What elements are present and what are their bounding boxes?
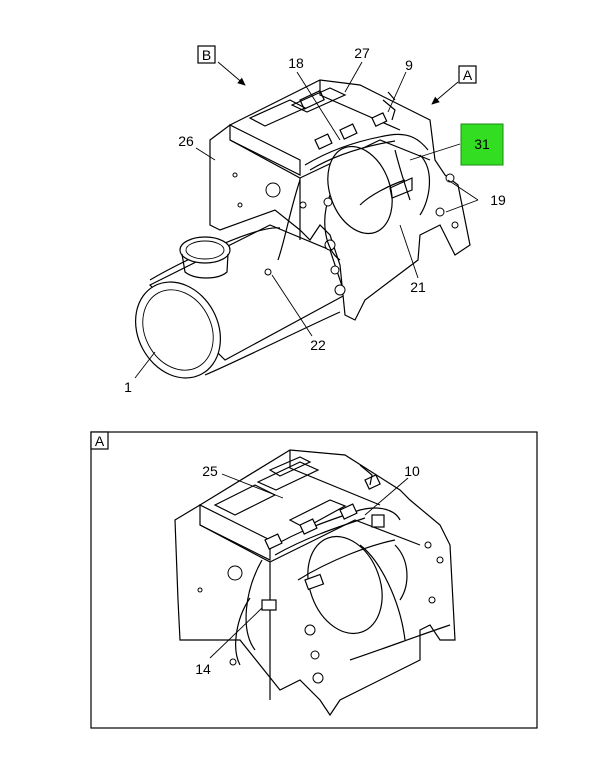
callout-27[interactable]: 27 xyxy=(354,45,370,61)
callout-19[interactable]: 19 xyxy=(490,192,506,208)
detail-a-view: A xyxy=(90,431,538,729)
callout-9[interactable]: 9 xyxy=(405,57,413,73)
callout-22[interactable]: 22 xyxy=(310,337,326,353)
view-a-text: A xyxy=(463,67,473,83)
view-b-text: B xyxy=(202,47,211,63)
highlighted-callout-31[interactable]: 31 xyxy=(460,123,504,166)
callout-31-text: 31 xyxy=(474,136,490,152)
view-a-arrow xyxy=(431,81,459,105)
callout-18[interactable]: 18 xyxy=(288,55,304,71)
main-assembly-view: B A 31 18 27 9 26 19 21 22 1 xyxy=(124,45,506,395)
callout-10[interactable]: 10 xyxy=(404,463,420,479)
callout-25[interactable]: 25 xyxy=(202,463,218,479)
leader-lines-detail xyxy=(209,473,409,659)
view-a-label: A xyxy=(458,65,477,84)
view-b-arrow xyxy=(217,61,246,86)
muffler-cylinder xyxy=(134,224,346,379)
callout-21[interactable]: 21 xyxy=(410,279,426,295)
callout-26[interactable]: 26 xyxy=(178,133,194,149)
detail-a-frame xyxy=(90,431,538,729)
view-b-label: B xyxy=(197,45,216,64)
callout-14[interactable]: 14 xyxy=(195,661,211,677)
detail-bracket xyxy=(174,449,456,717)
support-bracket xyxy=(209,79,471,321)
detail-a-label: A xyxy=(95,433,105,449)
leader-lines-top xyxy=(134,61,479,379)
callout-1[interactable]: 1 xyxy=(124,379,132,395)
